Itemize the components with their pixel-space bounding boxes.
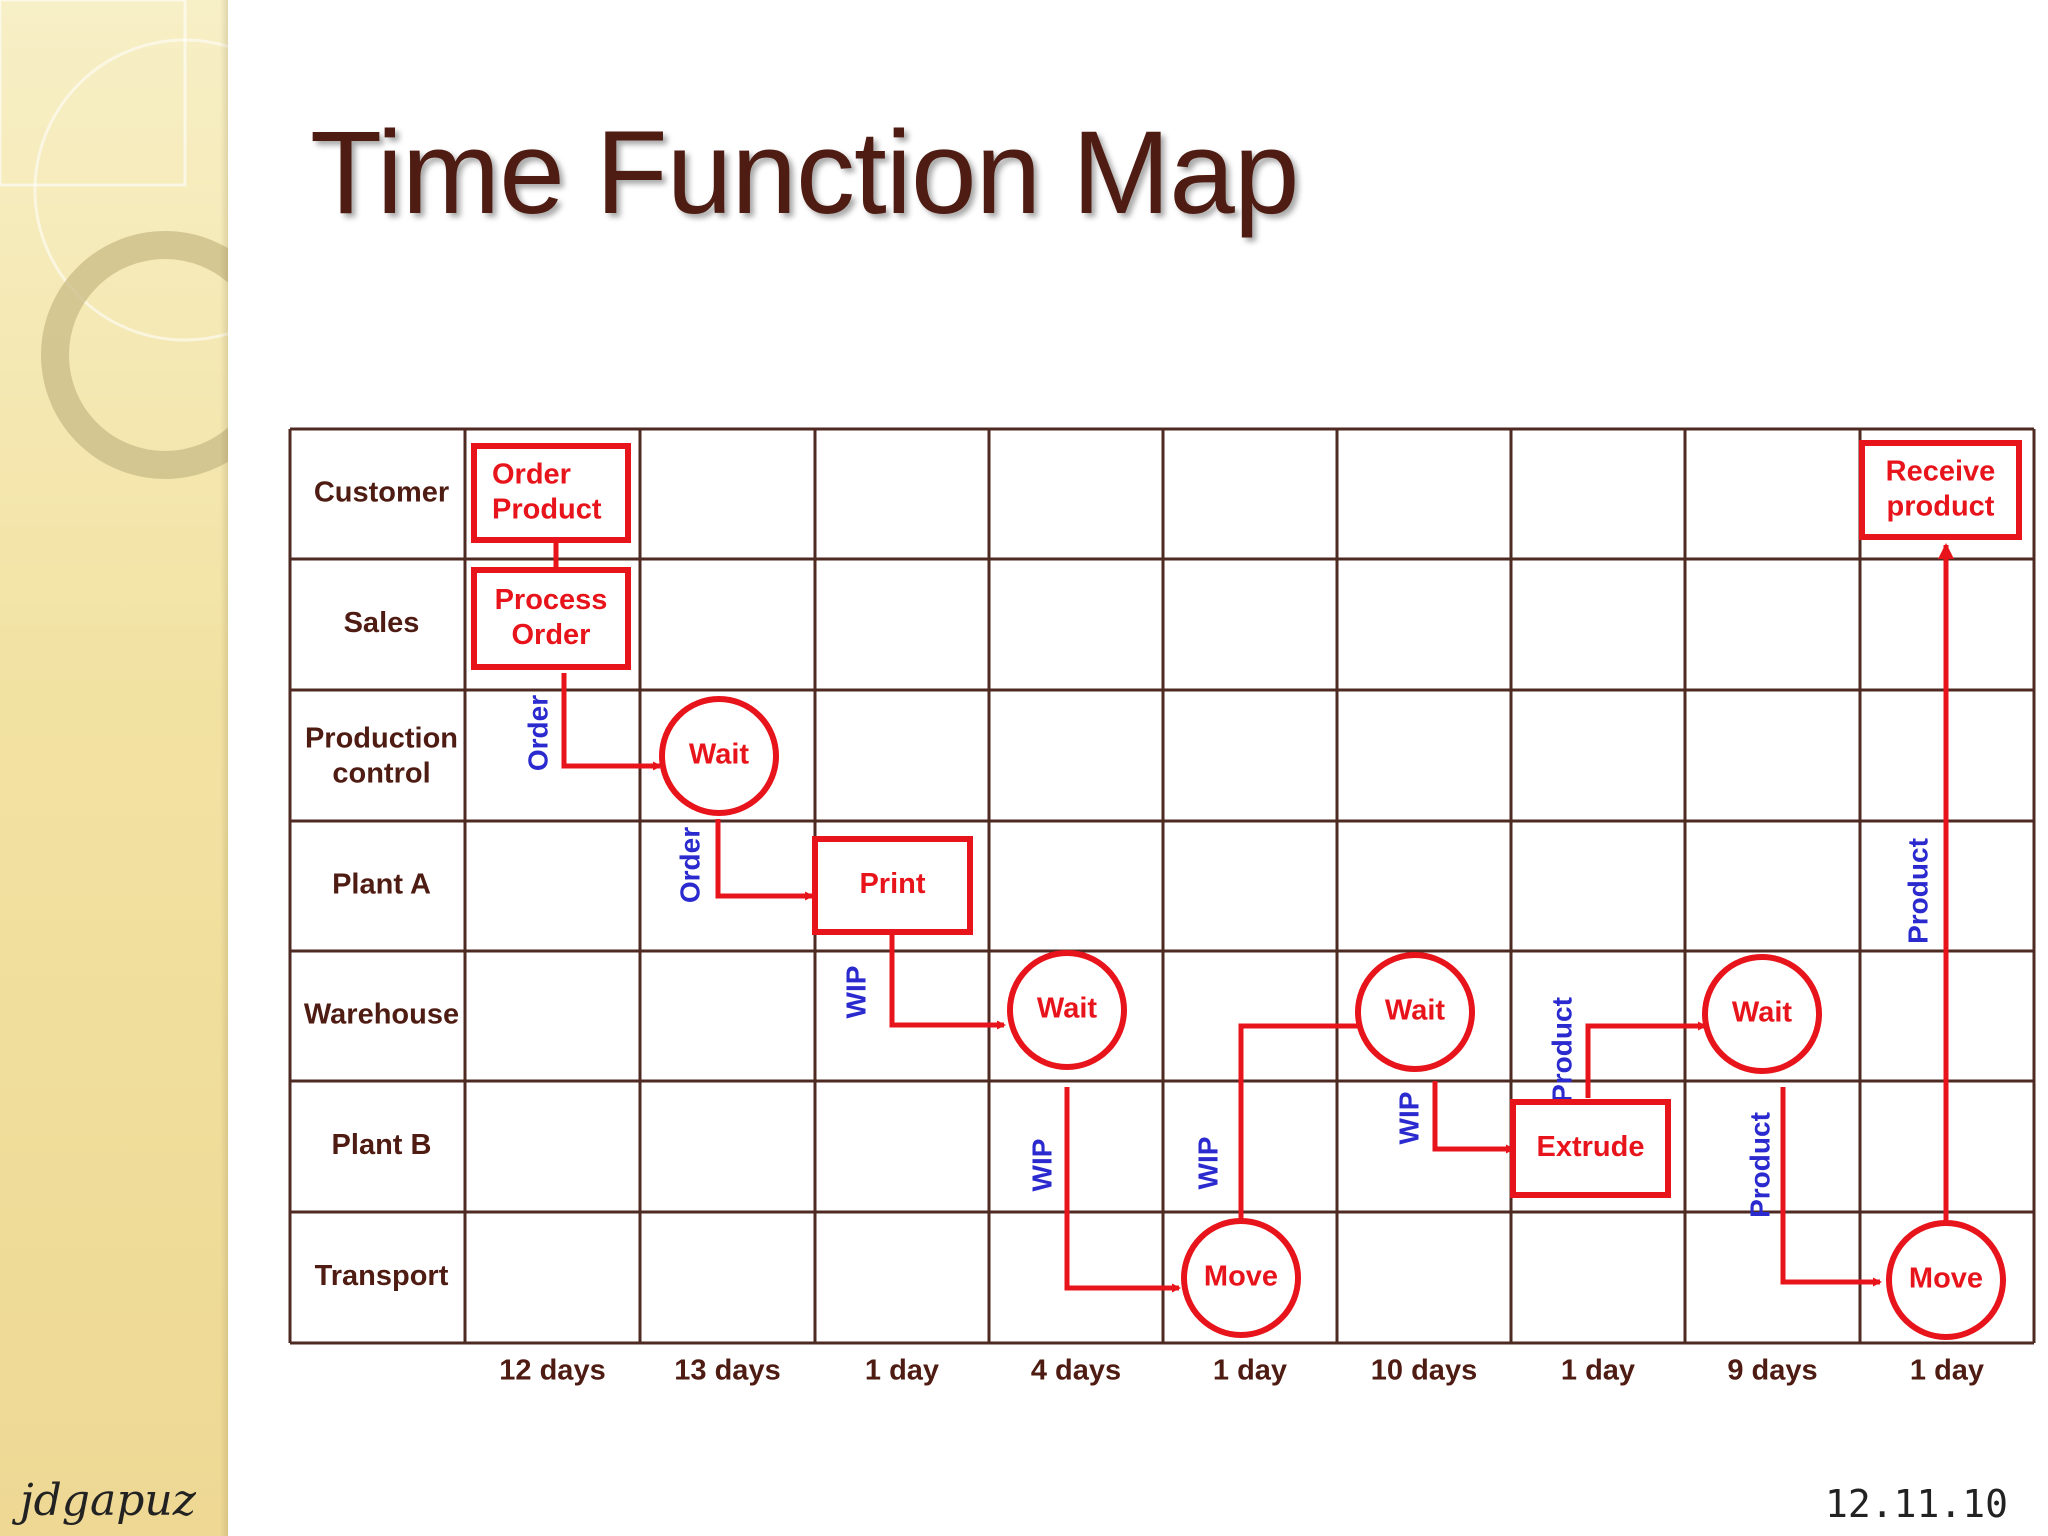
node-box-shape [471,443,631,543]
flow-label: WIP [1192,1137,1223,1190]
node-wait-2: Wait [1007,950,1127,1070]
flow-label: Order [674,827,705,903]
duration-label: 10 days [1371,1355,1477,1387]
duration-label: 1 day [1910,1355,1984,1387]
row-label: Plant B [332,1129,432,1161]
flow-arrow [1585,1021,1707,1098]
decorative-rings [0,0,228,479]
flow-label: WIP [840,966,871,1019]
node-box-shape [471,567,631,670]
flow-connectors [551,540,1954,1293]
flow-arrow [889,933,1006,1030]
node-wait-3: Wait [1355,952,1475,1072]
decorative-side-panel [0,0,228,1536]
flow-arrow [561,673,662,771]
node-label: Wait [1037,993,1097,1025]
row-label: Warehouse [304,999,459,1031]
flow-label: WIP [1026,1139,1057,1192]
node-circle-shape [1702,954,1822,1074]
flow-arrow [1238,1021,1376,1222]
duration-label: 4 days [1031,1355,1121,1387]
node-box-shape [1510,1099,1671,1198]
node-wait-4: Wait [1702,954,1822,1074]
row-label: Plant A [332,869,431,901]
flow-label: Product [1744,1112,1775,1218]
duration-label: 1 day [865,1355,939,1387]
duration-label: 9 days [1727,1355,1817,1387]
node-move-2: Move [1886,1220,2006,1340]
node-label: Move [1909,1263,1983,1295]
node-circle-shape [659,696,779,816]
flow-label: WIP [1393,1092,1424,1145]
duration-label: 12 days [499,1355,605,1387]
node-label: Wait [1732,997,1792,1029]
node-label: Wait [689,739,749,771]
slide-date: 12.11.10 [1824,1482,2008,1526]
row-label: Transport [315,1260,449,1292]
row-label: Sales [344,607,420,639]
flow-arrow [1064,1087,1181,1293]
node-circle-shape [1181,1218,1301,1338]
node-move-1: Move [1181,1218,1301,1338]
node-wait-1: Wait [659,696,779,816]
node-extrude: Extrude [1510,1099,1671,1198]
duration-label: 1 day [1561,1355,1635,1387]
duration-label: 13 days [674,1355,780,1387]
duration-labels: 12 days 13 days 1 day 4 days 1 day 10 days 1 d… [499,1355,1984,1387]
node-box-shape [812,836,973,935]
node-label: Move [1204,1261,1278,1293]
page-title: Time Function Map [310,107,1300,239]
flow-arrow [1780,1087,1882,1287]
duration-label: 1 day [1213,1355,1287,1387]
flow-label: Product [1546,997,1577,1103]
node-circle-shape [1007,950,1127,1070]
node-label: Extrude [1537,1131,1645,1163]
node-label: Wait [1385,995,1445,1027]
node-box-shape [1859,440,2022,540]
author-signature: jdgapuz [20,1475,196,1526]
node-circle-shape [1886,1220,2006,1340]
node-print: Print [812,836,973,935]
flow-arrow [715,819,814,901]
flow-arrow [1432,1081,1515,1154]
flow-label: Product [1902,838,1933,944]
node-label: Print [859,868,925,900]
row-label: Customer [314,477,449,509]
flow-label: Order [522,695,553,771]
node-circle-shape [1355,952,1475,1072]
